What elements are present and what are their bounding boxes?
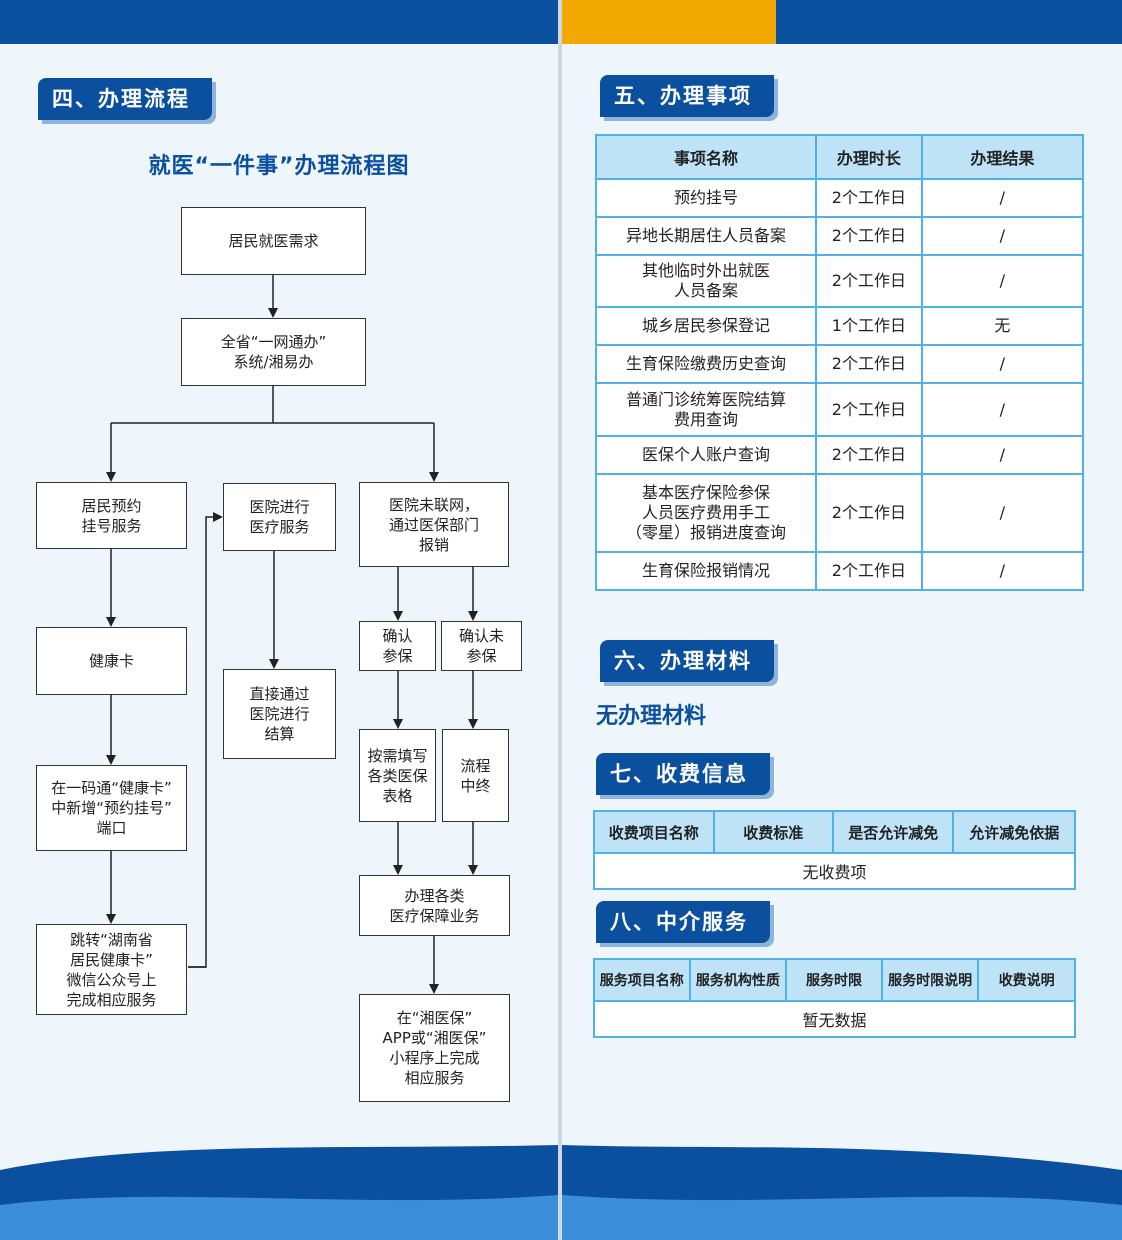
item-duration: 1个工作日: [815, 306, 923, 346]
section-title-materials: 六、办理材料: [600, 640, 774, 682]
agency-header-fee-note: 收费说明: [977, 958, 1076, 1002]
table-row: 医保个人账户查询 2个工作日 /: [594, 435, 1085, 475]
flow-node-wechat-account: 跳转“湖南省 居民健康卡” 微信公众号上 完成相应服务: [36, 924, 187, 1015]
flow-node-fill-forms: 按需填写 各类医保 表格: [359, 729, 436, 822]
section-title-items: 五、办理事项: [600, 75, 774, 117]
fees-table: 收费项目名称 收费标准 是否允许减免 允许减免依据 无收费项: [593, 810, 1076, 890]
panel-divider: [558, 0, 562, 1240]
flow-node-hospital-service: 医院进行 医疗服务: [223, 483, 336, 551]
section-title-process: 四、办理流程: [38, 78, 212, 120]
table-row: 基本医疗保险参保 人员医疗费用手工 （零星）报销进度查询 2个工作日 /: [594, 473, 1085, 553]
flowchart-connectors: [106, 275, 478, 994]
flow-node-hospital-settlement: 直接通过 医院进行 结算: [223, 669, 336, 759]
item-name: 基本医疗保险参保 人员医疗费用手工 （零星）报销进度查询: [594, 473, 818, 553]
flow-node-appointment-service: 居民预约 挂号服务: [36, 482, 187, 549]
fees-header-reduction: 是否允许减免: [831, 810, 955, 854]
fees-empty: 无收费项: [593, 852, 1076, 890]
item-duration: 2个工作日: [815, 382, 923, 437]
items-header-name: 事项名称: [594, 134, 818, 180]
right-panel: 五、办理事项 事项名称 办理时长 办理结果 预约挂号 2个工作日 / 异地长期居…: [562, 0, 1122, 1240]
fees-header-item: 收费项目名称: [593, 810, 715, 854]
item-result: /: [920, 435, 1085, 475]
table-row: 异地长期居住人员备案 2个工作日 /: [594, 216, 1085, 256]
table-row: 生育保险缴费历史查询 2个工作日 /: [594, 344, 1085, 384]
top-gold-accent: [562, 0, 776, 44]
top-banner: [0, 0, 558, 44]
table-row: 其他临时外出就医 人员备案 2个工作日 /: [594, 254, 1085, 308]
fees-header-standard: 收费标准: [712, 810, 834, 854]
item-result: /: [920, 473, 1085, 553]
items-header-result: 办理结果: [920, 134, 1085, 180]
flow-node-add-appointment-port: 在一码通“健康卡” 中新增“预约挂号” 端口: [36, 765, 187, 851]
flow-node-insurance-reimbursement: 医院未联网， 通过医保部门 报销: [359, 482, 509, 567]
items-header-duration: 办理时长: [815, 134, 923, 180]
table-row: 暂无数据: [593, 1000, 1076, 1038]
table-row: 生育保险报销情况 2个工作日 /: [594, 551, 1085, 591]
section-title-fees: 七、收费信息: [596, 753, 770, 795]
agency-header-row: 服务项目名称 服务机构性质 服务时限 服务时限说明 收费说明: [593, 958, 1076, 1002]
item-result: 无: [920, 306, 1085, 346]
flow-node-one-net-system: 全省“一网通办” 系统/湘易办: [181, 318, 366, 386]
item-name: 预约挂号: [594, 178, 818, 218]
items-table: 事项名称 办理时长 办理结果 预约挂号 2个工作日 / 异地长期居住人员备案 2…: [594, 134, 1085, 591]
item-result: /: [920, 344, 1085, 384]
no-materials-text: 无办理材料: [596, 704, 707, 729]
flow-node-process-end: 流程 中终: [442, 729, 509, 822]
item-name: 其他临时外出就医 人员备案: [594, 254, 818, 308]
agency-empty: 暂无数据: [593, 1000, 1076, 1038]
item-name: 异地长期居住人员备案: [594, 216, 818, 256]
flow-node-xiang-app: 在“湘医保” APP或“湘医保” 小程序上完成 相应服务: [359, 994, 510, 1102]
left-panel: 四、办理流程 就医“一件事”办理流程图: [0, 0, 558, 1240]
item-result: /: [920, 382, 1085, 437]
section-title-agency: 八、中介服务: [596, 901, 770, 943]
item-duration: 2个工作日: [815, 344, 923, 384]
items-header-row: 事项名称 办理时长 办理结果: [594, 134, 1085, 180]
agency-header-item: 服务项目名称: [593, 958, 691, 1002]
item-result: /: [920, 216, 1085, 256]
table-row: 无收费项: [593, 852, 1076, 890]
item-duration: 2个工作日: [815, 551, 923, 591]
item-result: /: [920, 254, 1085, 308]
flow-node-confirm-not-insured: 确认未 参保: [441, 621, 522, 671]
bottom-wave: [0, 1145, 558, 1240]
item-name: 普通门诊统筹医院结算 费用查询: [594, 382, 818, 437]
item-duration: 2个工作日: [815, 435, 923, 475]
item-duration: 2个工作日: [815, 178, 923, 218]
flowchart-title: 就医“一件事”办理流程图: [148, 154, 410, 179]
table-row: 预约挂号 2个工作日 /: [594, 178, 1085, 218]
agency-header-limit-note: 服务时限说明: [880, 958, 980, 1002]
agency-header-limit: 服务时限: [785, 958, 883, 1002]
fees-header-row: 收费项目名称 收费标准 是否允许减免 允许减免依据: [593, 810, 1076, 854]
flow-node-health-card: 健康卡: [36, 627, 187, 695]
agency-table: 服务项目名称 服务机构性质 服务时限 服务时限说明 收费说明 暂无数据: [593, 958, 1076, 1038]
item-name: 生育保险报销情况: [594, 551, 818, 591]
item-duration: 2个工作日: [815, 216, 923, 256]
flow-node-handle-business: 办理各类 医疗保障业务: [359, 875, 510, 936]
fees-header-basis: 允许减免依据: [952, 810, 1076, 854]
item-name: 医保个人账户查询: [594, 435, 818, 475]
item-result: /: [920, 551, 1085, 591]
agency-header-nature: 服务机构性质: [688, 958, 788, 1002]
table-row: 普通门诊统筹医院结算 费用查询 2个工作日 /: [594, 382, 1085, 437]
table-row: 城乡居民参保登记 1个工作日 无: [594, 306, 1085, 346]
item-duration: 2个工作日: [815, 254, 923, 308]
item-name: 城乡居民参保登记: [594, 306, 818, 346]
item-result: /: [920, 178, 1085, 218]
item-name: 生育保险缴费历史查询: [594, 344, 818, 384]
flow-node-medical-need: 居民就医需求: [181, 207, 366, 275]
item-duration: 2个工作日: [815, 473, 923, 553]
bottom-wave-right: [562, 1145, 1122, 1240]
flow-node-confirm-insured: 确认 参保: [359, 621, 436, 671]
